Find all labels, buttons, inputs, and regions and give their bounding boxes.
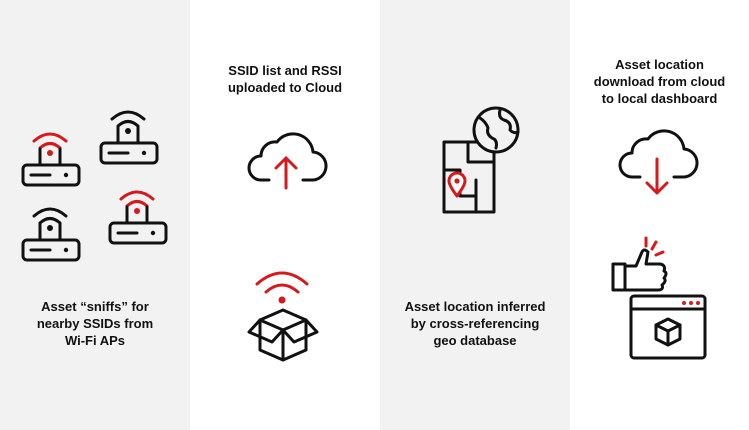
step-2-caption: SSID list and RSSI uploaded to Cloud	[227, 63, 343, 95]
step-1-caption: Asset “sniffs” for nearby SSIDs from Wi-…	[36, 299, 154, 348]
globe-icon	[472, 106, 520, 154]
location-pin-icon	[447, 171, 467, 198]
package-icon	[247, 308, 319, 362]
router-icon	[21, 132, 81, 187]
cloud-download-icon	[618, 129, 699, 195]
router-icon	[99, 110, 159, 165]
step-4-panel: Asset location download from cloud to lo…	[570, 0, 749, 430]
router-icon	[21, 207, 81, 262]
cloud-upload-icon	[247, 132, 328, 190]
step-3-panel: Asset location inferred by cross-referen…	[380, 0, 570, 430]
browser-window-icon	[629, 294, 707, 360]
step-4-caption: Asset location download from cloud to lo…	[593, 57, 726, 106]
step-2-panel: SSID list and RSSI uploaded to Cloud	[190, 0, 380, 430]
step-3-caption: Asset location inferred by cross-referen…	[404, 299, 546, 348]
router-icon	[108, 190, 168, 245]
thumbs-up-icon	[611, 236, 668, 292]
step-1-panel: Asset “sniffs” for nearby SSIDs from Wi-…	[0, 0, 190, 430]
wifi-icon	[255, 271, 309, 304]
